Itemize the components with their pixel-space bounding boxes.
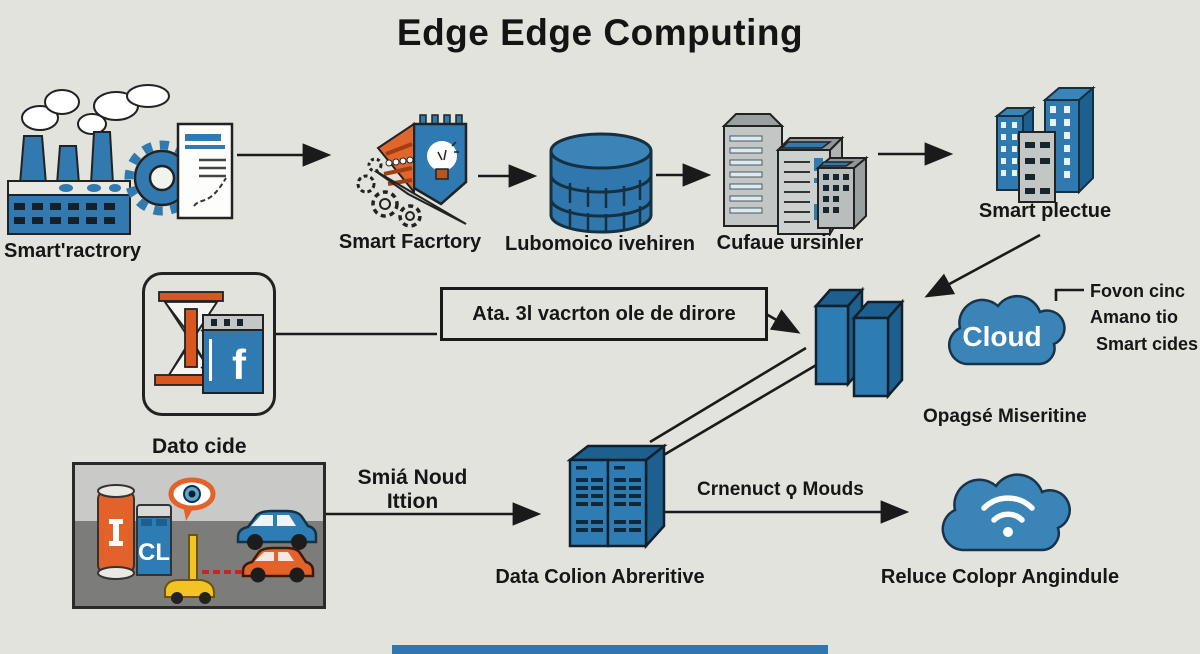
canister-icon: CL: [136, 504, 172, 576]
factory-label: Smart'ractrory: [4, 240, 142, 262]
database-icon: [549, 132, 653, 234]
canister-icon: [97, 484, 135, 580]
document-icon: [176, 122, 234, 220]
canister-label: CL: [138, 539, 170, 566]
wifi-icon: [981, 495, 1035, 523]
cloud-item-1: Fovon cinc: [1090, 281, 1186, 301]
cloud-icon: Cloud: [947, 294, 1066, 366]
dash-markers: [202, 570, 242, 574]
flow-box: Ata. 3l vacrton ole de dirore: [440, 287, 768, 341]
smart-city-icon: [994, 86, 1096, 203]
edge-boxes-icon: [813, 286, 905, 400]
server-rack-icon: [566, 443, 668, 550]
wifi-cloud-icon: [941, 473, 1071, 552]
flow-box-label: Ata. 3l vacrton ole de dirore: [472, 302, 736, 325]
smart-factory-label: Smart Facrtory: [338, 231, 482, 253]
car-icon: [236, 509, 318, 550]
database-label: Lubomoico ivehiren: [504, 233, 696, 255]
f-card-icon: f: [200, 314, 264, 394]
edge-node-label: Smiá Noud Ittion: [345, 466, 480, 514]
cloud-label: Cloud: [962, 321, 1041, 352]
f-glyph: f: [232, 341, 247, 388]
shield-icon: [356, 114, 468, 228]
data-side-label: Dato cide: [152, 435, 247, 458]
page-title: Edge Edge Computing: [396, 12, 804, 53]
toy-vehicle-icon: [164, 534, 215, 604]
connect-label: Crnenuct ϙ Mouds: [697, 479, 864, 500]
edge-devices-scene: CL: [72, 462, 326, 609]
bottom-accent-bar: [392, 645, 828, 654]
eye-icon: [168, 477, 216, 521]
gear-icon: [356, 157, 422, 228]
car-icon: [241, 546, 315, 583]
data-side-box: f: [142, 272, 276, 416]
city-buildings-icon: [721, 113, 869, 236]
cloud-item-2: Amano tio: [1090, 307, 1178, 327]
factory-icon: [7, 84, 234, 235]
edge-node-line2: Ittion: [386, 490, 439, 513]
server-label: Data Colion Abreritive: [495, 566, 705, 588]
city-label: Cufaue ursinler: [716, 232, 864, 254]
hourglass-icon: f: [154, 291, 264, 394]
wifi-cloud-label: Reluce Colopr Angindule: [880, 566, 1120, 588]
edge-node-line1: Smiá Noud: [357, 466, 468, 489]
smart-city-label: Smart plectue: [978, 200, 1112, 222]
cloud-caption: Opagsé Miseritine: [923, 406, 1087, 427]
cloud-item-3: Smart cides: [1096, 334, 1199, 354]
